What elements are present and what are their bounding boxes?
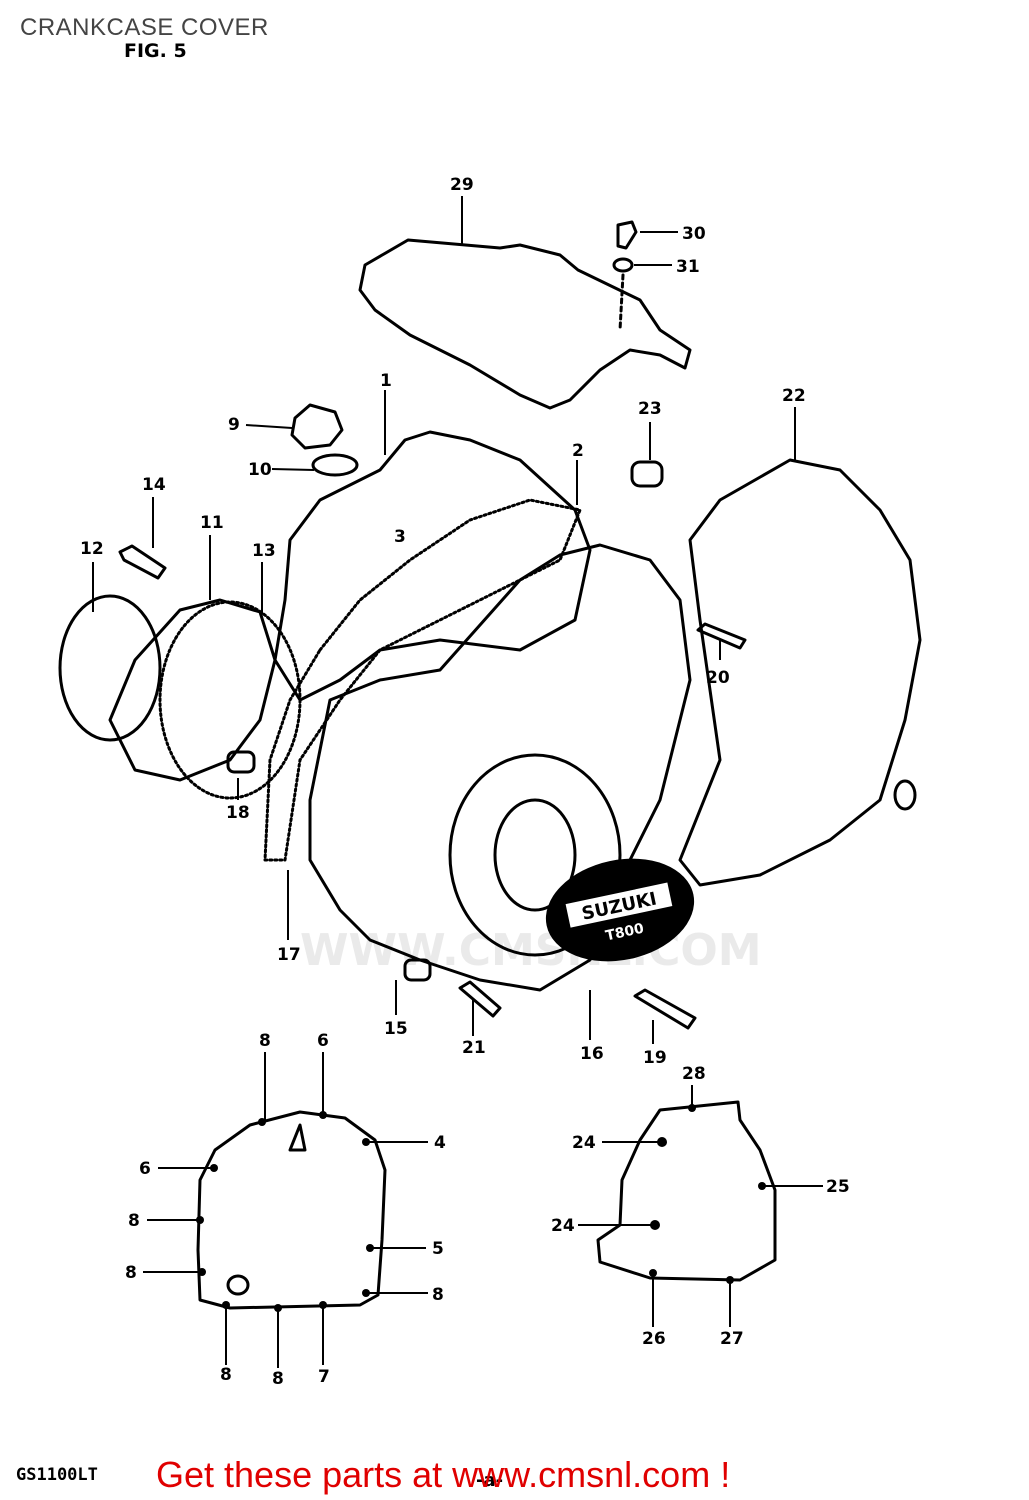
part-19-bolt bbox=[633, 988, 697, 1030]
callout-26: 26 bbox=[642, 1329, 666, 1349]
lower-cover-right bbox=[596, 1100, 777, 1282]
callout-24b: 24 bbox=[551, 1216, 575, 1236]
part-31-washer bbox=[612, 257, 634, 273]
callout-23: 23 bbox=[638, 399, 662, 419]
callout-25: 25 bbox=[826, 1177, 850, 1197]
part-29-cover bbox=[358, 238, 692, 410]
part-13-gasket bbox=[158, 600, 302, 800]
page-title: CRANKCASE COVER bbox=[20, 14, 269, 41]
callout-4: 4 bbox=[434, 1133, 446, 1153]
callout-8e: 8 bbox=[220, 1365, 232, 1385]
callout-10: 10 bbox=[248, 460, 272, 480]
callout-19: 19 bbox=[643, 1048, 667, 1068]
callout-7: 7 bbox=[318, 1367, 330, 1387]
callout-24a: 24 bbox=[572, 1133, 596, 1153]
callout-11: 11 bbox=[200, 513, 224, 533]
watermark-text: WWW.CMSNL.COM bbox=[300, 925, 762, 976]
callout-17: 17 bbox=[277, 945, 301, 965]
callout-9: 9 bbox=[228, 415, 240, 435]
part-11-cover bbox=[108, 598, 277, 782]
part-23-spacer bbox=[630, 460, 664, 488]
callout-8d: 8 bbox=[432, 1285, 444, 1305]
callout-13: 13 bbox=[252, 541, 276, 561]
part-20-bolt bbox=[696, 622, 747, 650]
callout-22: 22 bbox=[782, 386, 806, 406]
part-15-dowel bbox=[403, 958, 432, 982]
callout-28: 28 bbox=[682, 1064, 706, 1084]
callout-21: 21 bbox=[462, 1038, 486, 1058]
callout-18: 18 bbox=[226, 803, 250, 823]
figure-label: FIG. 5 bbox=[124, 40, 187, 62]
lower-gasket-left bbox=[196, 1110, 387, 1310]
part-16-generator-cover bbox=[308, 543, 692, 992]
callout-8a: 8 bbox=[259, 1031, 271, 1051]
callout-16: 16 bbox=[580, 1044, 604, 1064]
cover-boss-inner bbox=[493, 798, 577, 912]
callout-1: 1 bbox=[380, 371, 392, 391]
suzuki-badge: SUZUKI T800 bbox=[545, 858, 695, 962]
callout-2: 2 bbox=[572, 441, 584, 461]
part-1-cover bbox=[273, 430, 592, 702]
page-number: -a- bbox=[476, 1470, 504, 1491]
callout-15: 15 bbox=[384, 1019, 408, 1039]
callout-8c: 8 bbox=[125, 1263, 137, 1283]
part-10-o-ring bbox=[311, 453, 359, 477]
cover-boss bbox=[448, 753, 622, 957]
callout-6a: 6 bbox=[317, 1031, 329, 1051]
callout-20: 20 bbox=[706, 668, 730, 688]
callout-3: 3 bbox=[394, 527, 406, 547]
part-22-side-cover bbox=[678, 458, 922, 887]
callout-29: 29 bbox=[450, 175, 474, 195]
callout-5: 5 bbox=[432, 1239, 444, 1259]
callout-27: 27 bbox=[720, 1329, 744, 1349]
part-30-bolt bbox=[616, 220, 638, 250]
part-2-gasket bbox=[263, 498, 582, 862]
callout-12: 12 bbox=[80, 539, 104, 559]
model-code: GS1100LT bbox=[16, 1465, 98, 1485]
part-21-bolt bbox=[458, 980, 502, 1018]
badge-sub: T800 bbox=[604, 921, 646, 945]
part-18-dowel bbox=[226, 750, 256, 774]
part-9-oil-cap bbox=[290, 403, 344, 450]
part-14-bolt bbox=[118, 544, 167, 580]
part-12-o-ring bbox=[58, 594, 162, 742]
callout-8f: 8 bbox=[272, 1369, 284, 1389]
callout-8b: 8 bbox=[128, 1211, 140, 1231]
callout-31: 31 bbox=[676, 257, 700, 277]
callout-30: 30 bbox=[682, 224, 706, 244]
callout-6b: 6 bbox=[139, 1159, 151, 1179]
cmsnl-parts-link[interactable]: Get these parts at www.cmsnl.com ! bbox=[156, 1454, 731, 1495]
callout-14: 14 bbox=[142, 475, 166, 495]
